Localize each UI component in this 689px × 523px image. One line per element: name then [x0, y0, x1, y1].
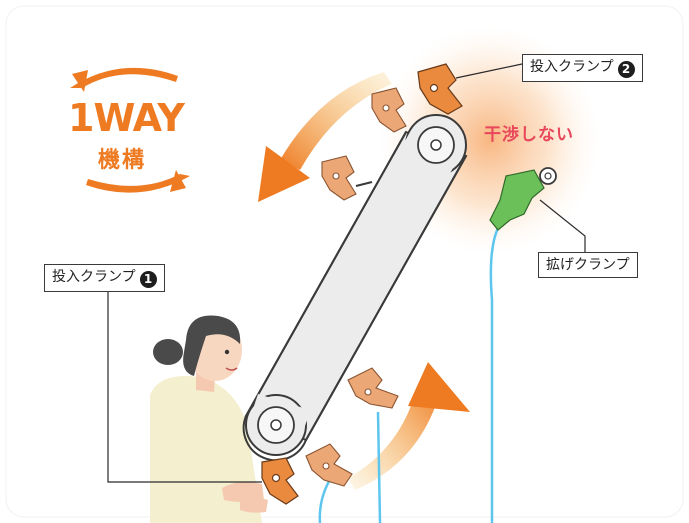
- no-interference-text: 干渉しない: [484, 125, 574, 145]
- callout-spread-clamp-label: 拡げクランプ: [546, 257, 630, 273]
- down-left-arrow-icon: [258, 72, 392, 202]
- number-2-badge: 2: [617, 61, 635, 78]
- clamp-upper-left-b: [321, 155, 373, 201]
- logo-1way: 1WAY: [68, 96, 185, 140]
- up-right-arrow-icon: [348, 362, 470, 490]
- clamp-1-bottom: [261, 457, 299, 505]
- leader-lines: [107, 63, 586, 483]
- clamp-lower-right: [347, 367, 399, 409]
- clamp-lower-mid: [305, 443, 353, 487]
- clamp-2-top: [417, 63, 463, 115]
- callout-clamp-2-label: 投入クランプ: [530, 59, 614, 75]
- callout-spread-clamp: 拡げクランプ: [538, 252, 638, 278]
- logo-mechanism: 機構: [98, 148, 147, 173]
- number-1-badge: 1: [139, 271, 157, 288]
- conveyor-belt: [242, 114, 468, 462]
- spread-clamp: [489, 167, 557, 231]
- callout-clamp-1-label: 投入クランプ: [52, 269, 136, 285]
- operator-figure: [150, 315, 268, 523]
- rotation-arrows-icon: [70, 67, 190, 193]
- clamp-upper-left-a: [371, 87, 407, 133]
